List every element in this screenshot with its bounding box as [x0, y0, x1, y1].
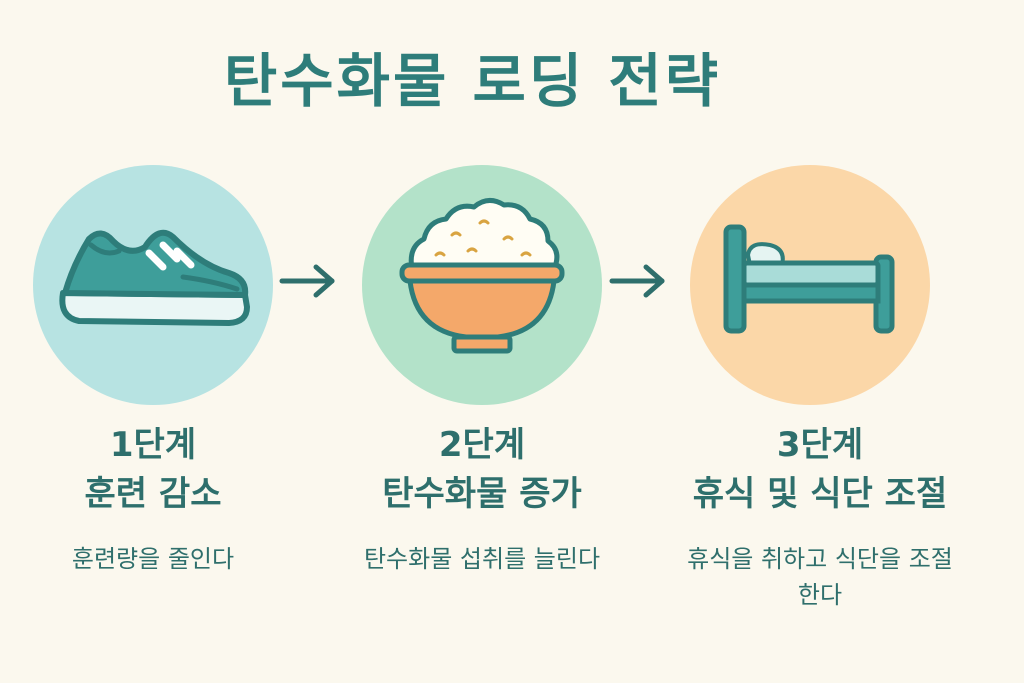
step-3-label: 3단계	[776, 425, 864, 465]
step-3-text: 3단계 휴식 및 식단 조절 휴식을 취하고 식단을 조절한다	[655, 424, 985, 613]
step-2-label: 2단계	[438, 425, 526, 465]
step-2-name: 탄수화물 증가	[382, 473, 582, 514]
arrow-right-icon	[609, 264, 665, 298]
step-1-description: 훈련량을 줄인다	[71, 545, 235, 573]
rice-bowl-icon	[399, 198, 565, 354]
sneaker-icon	[59, 229, 250, 326]
step-1-circle	[33, 165, 273, 405]
bed-icon	[723, 224, 895, 334]
step-3-circle	[690, 165, 930, 405]
step-3-description: 휴식을 취하고 식단을 조절한다	[687, 545, 953, 609]
step-2-circle	[362, 165, 602, 405]
step-1-label: 1단계	[109, 425, 197, 465]
page-title: 탄수화물 로딩 전략	[223, 47, 722, 115]
step-2-text: 2단계 탄수화물 증가 탄수화물 섭취를 늘린다	[322, 424, 642, 577]
step-3-name: 휴식 및 식단 조절	[692, 473, 948, 514]
step-1-text: 1단계 훈련 감소 훈련량을 줄인다	[0, 424, 313, 577]
step-2-description: 탄수화물 섭취를 늘린다	[363, 545, 601, 573]
arrow-right-icon	[279, 264, 335, 298]
step-1-name: 훈련 감소	[84, 473, 222, 514]
